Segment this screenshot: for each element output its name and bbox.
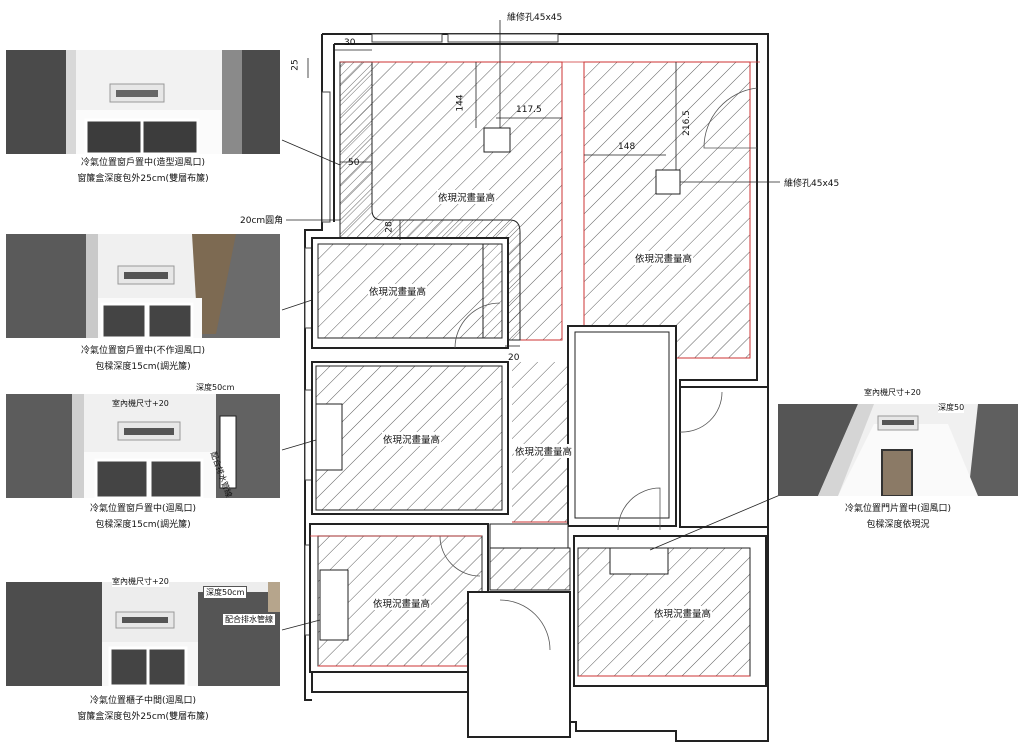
- room-label-1: 依現況畫量高: [437, 190, 497, 204]
- thumb-3-caption-2: 包樑深度15cm(調光簾): [95, 520, 191, 530]
- render-thumbnail-3: [6, 394, 280, 498]
- dim-148: 148: [618, 142, 636, 152]
- room-label-3: 依現況畫量高: [368, 284, 428, 298]
- render-thumbnail-2: [6, 234, 280, 338]
- room-label-2: 依現況畫量高: [634, 251, 694, 265]
- thumb-4-depth-tag: 深度50cm: [203, 586, 248, 599]
- thumb-1-caption-2: 窗簾盒深度包外25cm(雙層布簾): [77, 174, 209, 184]
- room-label-6: 依現況畫量高: [372, 596, 432, 610]
- thumb-4-pipe-tag: 配合排水管線: [222, 613, 276, 626]
- render-thumbnail-4: [6, 582, 280, 686]
- thumb-5-caption-1: 冷氣位置門片置中(迴風口): [844, 504, 952, 514]
- callout-round-corner: 20cm圓角: [240, 216, 284, 226]
- dim-28: 28: [384, 221, 395, 233]
- thumb-2-caption-2: 包樑深度15cm(調光簾): [95, 362, 191, 372]
- thumb-5-size-tag: 室內機尺寸+20: [864, 388, 921, 397]
- callout-maint-hole-top: 維修孔45x45: [507, 13, 563, 23]
- dim-50: 50: [348, 158, 360, 168]
- dim-20: 20: [508, 353, 520, 363]
- dim-144: 144: [455, 94, 466, 112]
- dim-25: 25: [290, 59, 301, 71]
- thumb-4-caption-1: 冷氣位置櫃子中間(迴風口): [89, 696, 197, 706]
- room-label-7: 依現況畫量高: [653, 606, 713, 620]
- render-thumbnail-5: [778, 404, 1018, 496]
- thumb-1-caption-1: 冷氣位置窗戶置中(造型迴風口): [80, 158, 206, 168]
- thumb-4-caption-2: 窗簾盒深度包外25cm(雙層布簾): [77, 712, 209, 722]
- render-thumbnail-1: [6, 50, 280, 154]
- thumb-3-caption-1: 冷氣位置窗戶置中(迴風口): [89, 504, 197, 514]
- dim-216-5: 216.5: [681, 110, 692, 136]
- thumb-3-size-tag: 室內機尺寸+20: [112, 399, 169, 408]
- thumb-3-depth-tag: 深度50cm: [196, 383, 235, 392]
- dim-117-5: 117.5: [516, 105, 542, 115]
- room-label-4: 依現況畫量高: [382, 432, 442, 446]
- thumb-2-caption-1: 冷氣位置窗戶置中(不作迴風口): [80, 346, 206, 356]
- dim-30: 30: [344, 38, 356, 48]
- room-label-5: 依現況畫量高: [514, 444, 574, 458]
- thumb-5-caption-2: 包樑深度依現況: [866, 520, 930, 530]
- thumb-4-size-tag: 室內機尺寸+20: [112, 576, 169, 587]
- callout-maint-hole-right: 維修孔45x45: [784, 179, 840, 189]
- thumb-5-depth-tag: 深度50: [938, 402, 965, 413]
